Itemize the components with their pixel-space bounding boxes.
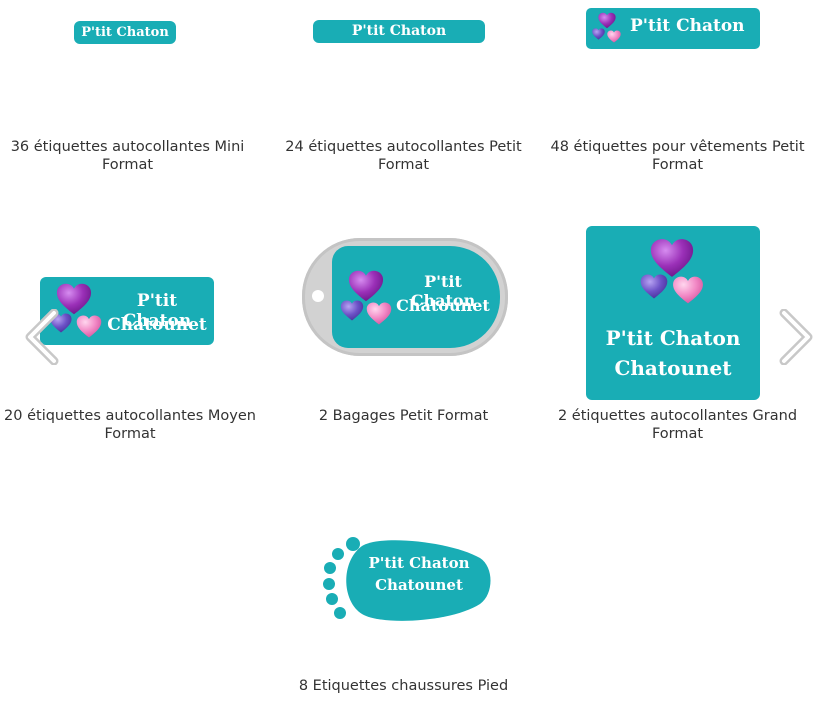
product-card[interactable]: P'tit Chaton 48 étiquettes pour vêtement… <box>540 0 815 180</box>
label-line1: P'tit Chaton <box>122 291 192 331</box>
product-caption[interactable]: 20 étiquettes autocollantes Moyen Format <box>4 408 256 442</box>
chevron-left-icon <box>25 309 59 365</box>
label-line2: Chatounet <box>107 315 207 335</box>
chevron-right-icon <box>779 309 813 365</box>
product-card[interactable]: P'tit Chaton 24 étiquettes autocollantes… <box>276 0 531 180</box>
hearts-icon <box>340 270 392 325</box>
product-caption[interactable]: 24 étiquettes autocollantes Petit Format <box>285 139 522 173</box>
product-caption[interactable]: 2 Bagages Petit Format <box>318 408 489 424</box>
label-line2: Chatounet <box>396 296 490 315</box>
label-line1: P'tit Chaton <box>605 326 741 350</box>
label-image-moyen[interactable]: P'tit Chaton Chatounet <box>40 277 214 345</box>
product-caption[interactable]: 48 étiquettes pour vêtements Petit Forma… <box>550 139 805 173</box>
label-line2: Chatounet <box>375 576 463 594</box>
label-line2: Chatounet <box>614 356 732 380</box>
label-line1: P'tit Chaton <box>630 16 745 36</box>
hearts-icon <box>592 12 621 43</box>
label-image-petit[interactable]: P'tit Chaton <box>313 20 485 43</box>
product-card[interactable]: P'tit Chaton Chatounet 8 Etiquettes chau… <box>276 520 531 700</box>
product-caption[interactable]: 8 Etiquettes chaussures Pied <box>298 678 509 694</box>
hang-hole <box>312 290 324 302</box>
label-image-vetements[interactable]: P'tit Chaton <box>586 8 760 49</box>
foot-shape <box>323 537 491 621</box>
product-caption[interactable]: 2 étiquettes autocollantes Grand Format <box>557 408 798 442</box>
label-image-bagage[interactable]: P'tit Chaton Chatounet <box>302 238 508 356</box>
product-card[interactable]: P'tit Chaton Chatounet 2 étiquettes auto… <box>540 220 815 450</box>
label-image-mini[interactable]: P'tit Chaton <box>74 21 176 44</box>
carousel-next-button[interactable] <box>774 309 814 365</box>
product-card[interactable]: P'tit Chaton Chatounet 20 étiquettes aut… <box>0 220 260 450</box>
bagage-label: P'tit Chaton Chatounet <box>332 246 500 348</box>
product-card[interactable]: P'tit Chaton Chatounet 2 Bagages Petit F… <box>276 220 531 450</box>
label-line1: P'tit Chaton <box>351 23 447 39</box>
hearts-icon <box>640 239 703 304</box>
foot-label-text: P'tit Chaton Chatounet <box>356 554 482 604</box>
product-caption[interactable]: 36 étiquettes autocollantes Mini Format <box>10 139 245 173</box>
label-line1: P'tit Chaton <box>368 554 470 572</box>
label-image-pied[interactable]: P'tit Chaton Chatounet <box>322 534 492 624</box>
product-card[interactable]: P'tit Chaton 36 étiquettes autocollantes… <box>0 0 255 180</box>
label-line1: P'tit Chaton <box>81 25 169 40</box>
label-line1: P'tit Chaton <box>410 272 476 310</box>
label-image-grand[interactable]: P'tit Chaton Chatounet <box>586 226 760 400</box>
carousel-prev-button[interactable] <box>24 309 64 365</box>
